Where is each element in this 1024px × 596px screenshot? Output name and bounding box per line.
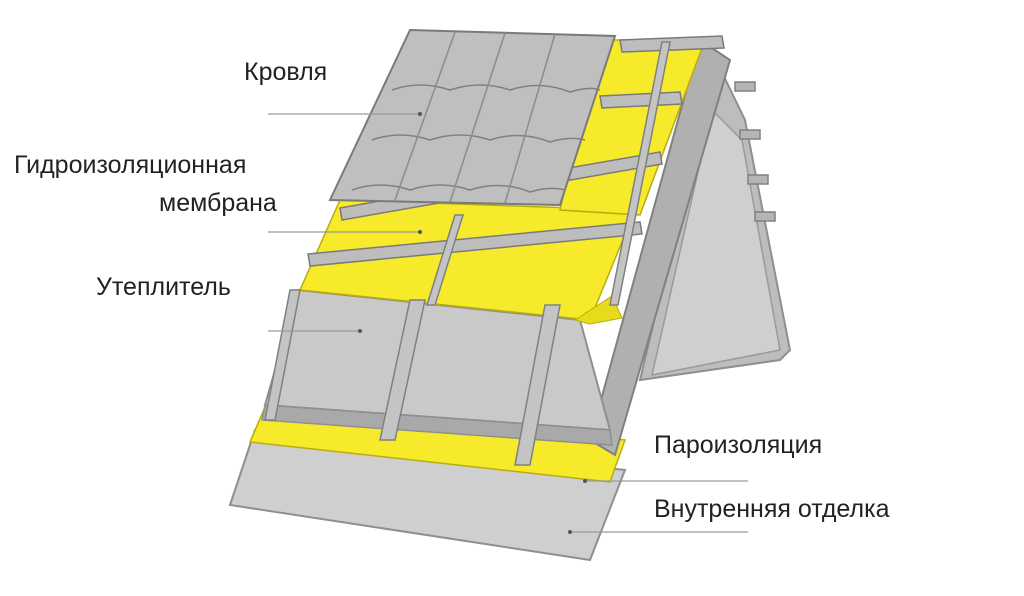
leader-dots <box>358 112 587 534</box>
tile-columns <box>394 31 556 204</box>
counter-battens <box>425 41 671 306</box>
back-batten-stubs <box>734 81 776 222</box>
gable-edge <box>588 38 732 457</box>
roofing-label: Кровля <box>244 58 328 86</box>
tile-rows <box>351 84 601 193</box>
membrane-label-line1: Гидроизоляционная <box>14 151 247 179</box>
vapor-barrier-label: Пароизоляция <box>654 431 823 459</box>
rafters <box>264 289 561 466</box>
leader-lines <box>268 113 748 533</box>
interior-finish-label: Внутренняя отделка <box>654 495 890 523</box>
insulation-label: Утеплитель <box>96 273 231 301</box>
membrane-label-line2: мембрана <box>159 189 277 217</box>
